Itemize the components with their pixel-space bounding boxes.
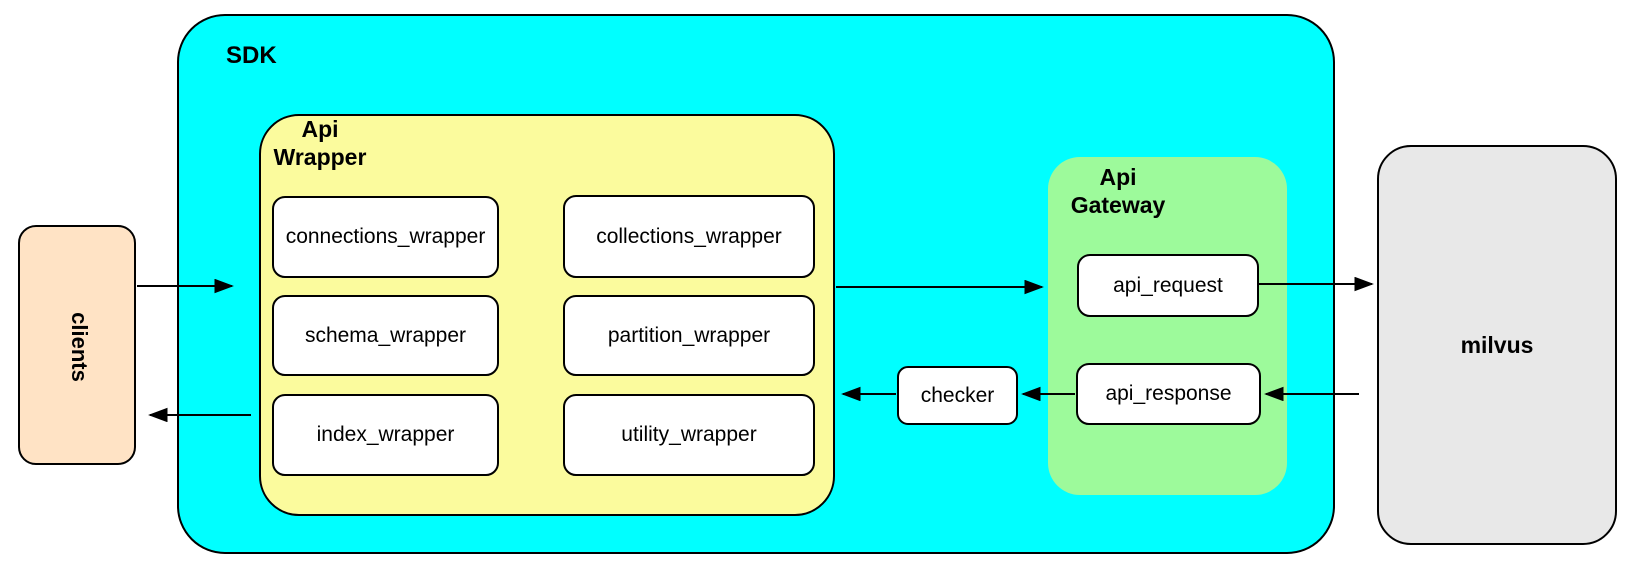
milvus-box: milvus: [1377, 145, 1617, 545]
node-index-wrapper: index_wrapper: [272, 394, 499, 476]
api-gateway-label: Api Gateway: [1070, 164, 1166, 218]
sdk-label: SDK: [226, 42, 277, 69]
clients-box: clients: [18, 225, 136, 465]
node-connections-wrapper: connections_wrapper: [272, 196, 499, 278]
node-schema-wrapper: schema_wrapper: [272, 295, 499, 376]
node-api-request: api_request: [1077, 254, 1259, 317]
milvus-label: milvus: [1460, 331, 1534, 358]
api-gateway-container: [1048, 157, 1287, 495]
node-api-response: api_response: [1076, 363, 1261, 425]
node-checker: checker: [897, 366, 1018, 425]
clients-label-wrap: clients: [20, 227, 138, 467]
clients-label: clients: [66, 312, 92, 382]
node-collections-wrapper: collections_wrapper: [563, 195, 815, 278]
node-partition-wrapper: partition_wrapper: [563, 295, 815, 376]
node-utility-wrapper: utility_wrapper: [563, 394, 815, 476]
api-wrapper-label: Api Wrapper: [273, 116, 367, 170]
